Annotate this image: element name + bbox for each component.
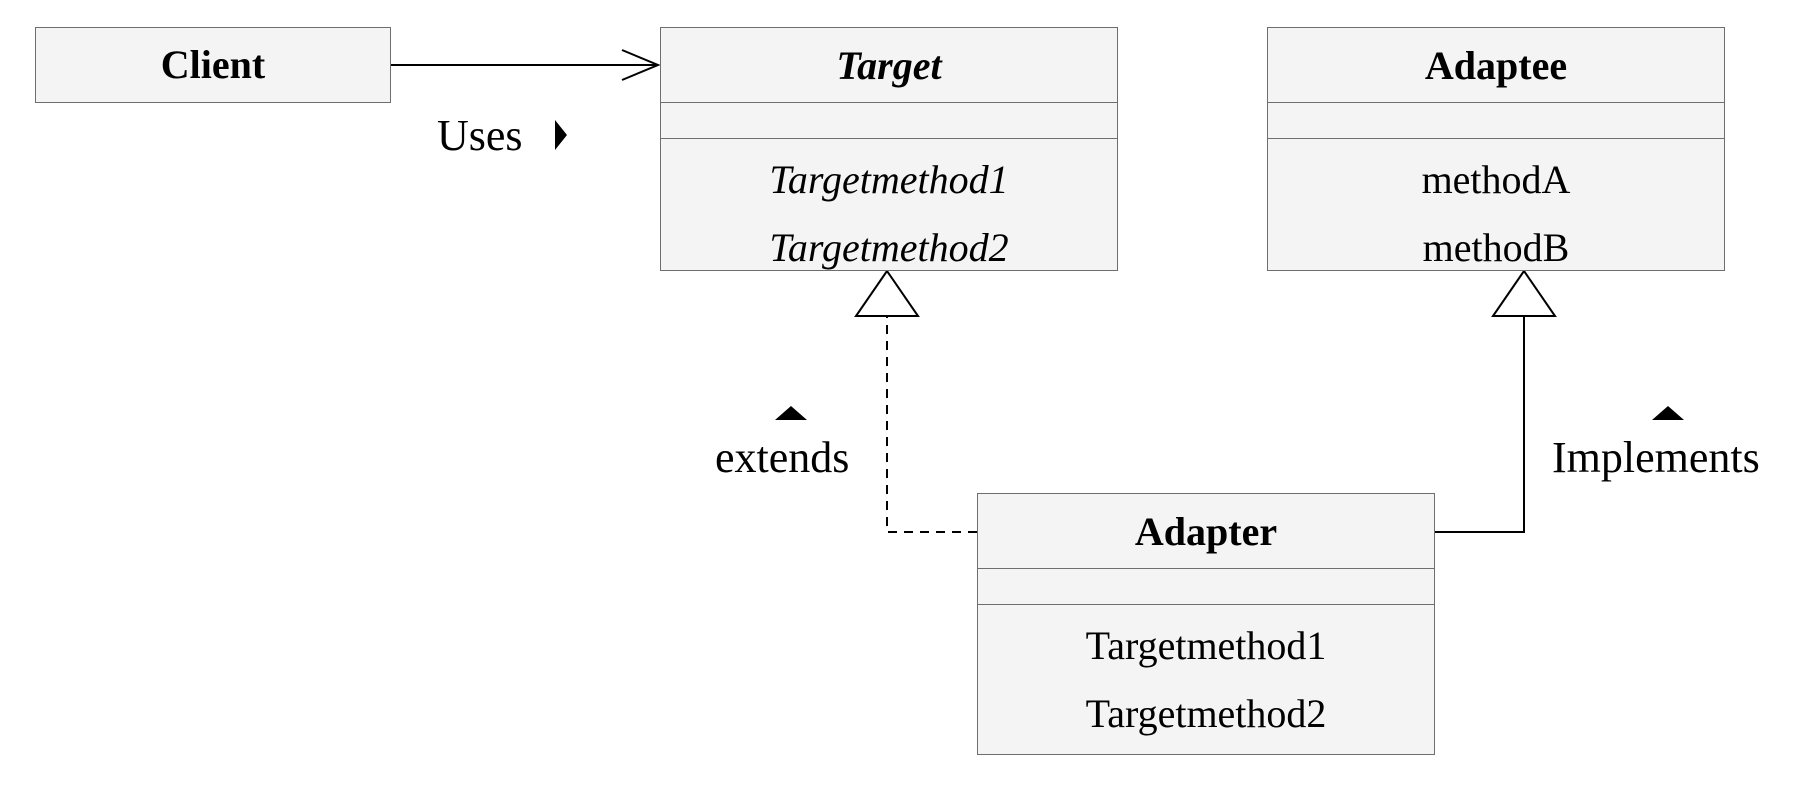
extends-dashed-line bbox=[886, 316, 977, 533]
implements-hollow-triangle bbox=[1491, 269, 1557, 317]
adapter-method: Targetmethod2 bbox=[1085, 690, 1327, 736]
implements-direction-marker bbox=[1652, 406, 1684, 420]
adaptee-methods-section: methodA methodB bbox=[1268, 139, 1724, 281]
extends-hollow-triangle bbox=[854, 269, 920, 317]
uses-direction-marker bbox=[555, 120, 567, 150]
target-class-name: Target bbox=[836, 42, 942, 88]
client-class-box: Client bbox=[35, 27, 391, 103]
adaptee-method: methodA bbox=[1421, 156, 1571, 202]
adapter-method: Targetmethod1 bbox=[1085, 622, 1327, 668]
uses-open-arrowhead bbox=[621, 49, 661, 81]
extends-relation-label: extends bbox=[715, 433, 850, 482]
target-method: Targetmethod1 bbox=[769, 156, 1009, 202]
target-attributes-section bbox=[661, 102, 1117, 139]
extends-direction-marker bbox=[775, 406, 807, 420]
adaptee-attributes-section bbox=[1268, 102, 1724, 139]
client-class-name: Client bbox=[160, 42, 266, 87]
adaptee-class-name: Adaptee bbox=[1424, 42, 1568, 88]
adaptee-method: methodB bbox=[1422, 224, 1570, 270]
target-methods-section: Targetmethod1 Targetmethod2 bbox=[661, 139, 1117, 281]
target-method: Targetmethod2 bbox=[769, 224, 1009, 270]
adapter-attributes-section bbox=[978, 568, 1434, 605]
target-class-box: Target Targetmethod1 Targetmethod2 bbox=[660, 27, 1118, 271]
adapter-class-box: Adapter Targetmethod1 Targetmethod2 bbox=[977, 493, 1435, 755]
implements-relation-label: Implements bbox=[1552, 433, 1760, 482]
adaptee-class-box: Adaptee methodA methodB bbox=[1267, 27, 1725, 271]
adapter-class-name: Adapter bbox=[1134, 508, 1278, 554]
adapter-methods-section: Targetmethod1 Targetmethod2 bbox=[978, 605, 1434, 747]
implements-solid-line bbox=[1435, 316, 1525, 533]
uses-relation-label: Uses bbox=[437, 111, 523, 160]
